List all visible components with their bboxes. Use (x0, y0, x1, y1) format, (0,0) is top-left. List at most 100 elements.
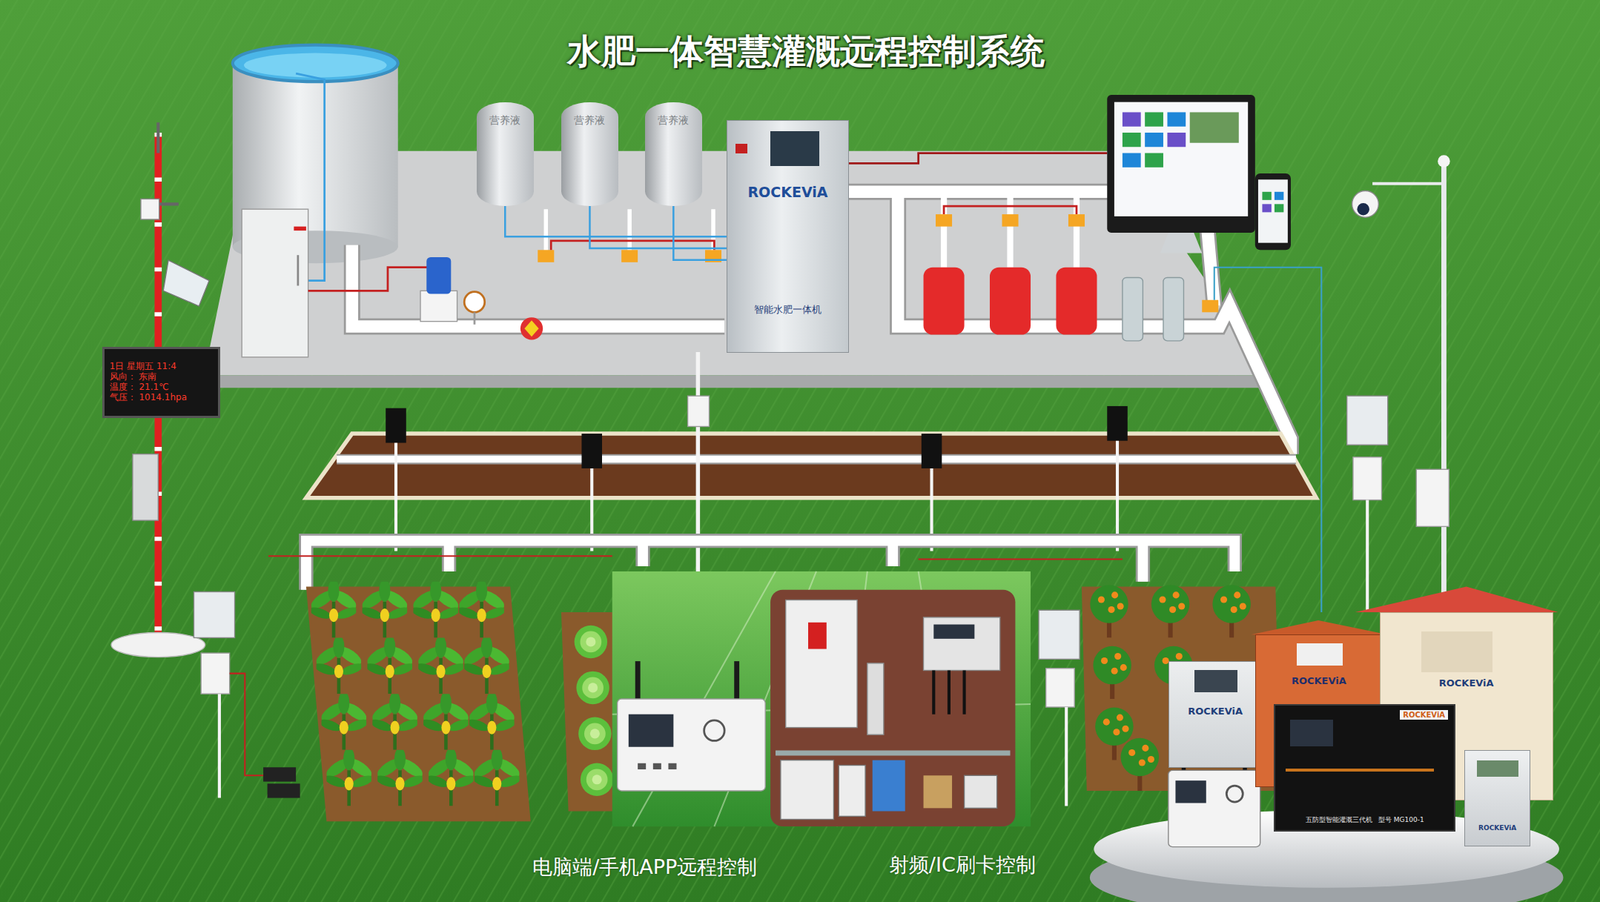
soil-sensors (1106, 406, 1128, 442)
inset-photo (838, 765, 866, 818)
device-detail (735, 143, 749, 155)
inset-photo (612, 571, 1031, 827)
solar-sensor-stations (193, 591, 235, 638)
inset-photo (628, 714, 674, 748)
field-trench (306, 433, 1317, 499)
computer-monitor (1106, 94, 1256, 233)
inset-photo (923, 617, 1001, 671)
computer-monitor (1261, 192, 1271, 201)
device-detail (770, 131, 820, 167)
banana-bed (358, 579, 411, 639)
caption-text: 射频/IC刷卡控制 (888, 854, 1036, 878)
card-meter: ROCKEViA (1464, 750, 1531, 848)
water-pipe (352, 244, 725, 327)
weather-station (132, 454, 158, 521)
camera-pole (1441, 163, 1447, 603)
node-text: ROCKEViA (1399, 710, 1449, 721)
inset-photo (872, 760, 906, 812)
control-wires (846, 153, 1107, 164)
node-text: ROCKEViA (1291, 676, 1347, 688)
solar-sensor-stations (1365, 500, 1369, 613)
feed-line (673, 206, 727, 261)
solar-sensor-stations (1064, 707, 1068, 807)
pump (464, 292, 485, 313)
device-detail (1421, 631, 1493, 673)
camera-pole (1416, 469, 1449, 527)
computer-monitor (1144, 132, 1164, 147)
control-wires (943, 206, 1077, 215)
computer-monitor (1274, 203, 1284, 213)
valves (621, 249, 638, 263)
filter-tanks (1163, 277, 1185, 341)
inset-photo (637, 763, 646, 770)
computer-monitor (1167, 111, 1186, 127)
cabbage-bed (576, 671, 609, 705)
inset-photo (808, 622, 827, 650)
banana-bed (364, 635, 416, 694)
device-detail (1290, 719, 1334, 747)
irrigation-controller: ROCKEViA五防型智能灌溉三代机型号 MG100-1 (1273, 704, 1456, 832)
inset-photo (704, 720, 726, 742)
banana-bed (425, 748, 477, 807)
control-wires (308, 267, 429, 292)
banana-bed (369, 691, 421, 751)
control-cabinet (296, 255, 299, 286)
computer-monitor (1255, 173, 1291, 250)
device-detail (1476, 760, 1518, 778)
orchard-bed (1151, 584, 1190, 638)
pump (520, 317, 543, 340)
nutrient-tank: 营养液 (476, 102, 534, 207)
cabbage-bed (574, 625, 608, 659)
field-trench (306, 433, 1317, 499)
inset-photo (780, 760, 835, 821)
computer-monitor (1261, 203, 1271, 213)
device-detail (1285, 768, 1434, 772)
weather-station (163, 260, 210, 307)
computer-monitor (1106, 94, 1291, 253)
inset-photo (617, 699, 766, 792)
distribution-pipe (268, 556, 1123, 560)
inset-photo (770, 590, 1016, 827)
pump (420, 257, 543, 341)
node-text: ROCKEViA (1439, 678, 1494, 690)
banana-bed (323, 748, 375, 807)
filter-tanks (989, 267, 1031, 336)
orchard-bed (1121, 738, 1159, 792)
diagram-title: 水肥一体智慧灌溉远程控制系统 (567, 31, 1045, 71)
banana-bed (461, 635, 513, 694)
computer-monitor (1189, 111, 1239, 143)
inset-photo (933, 625, 975, 640)
cabbage-bed (578, 717, 611, 751)
small-controller (1175, 780, 1206, 803)
computer-monitor (1122, 153, 1142, 168)
field-trench (336, 454, 1297, 465)
water-pipe (943, 192, 1077, 268)
banana-bed (415, 635, 467, 694)
node-text: ROCKEViA (747, 184, 828, 201)
feed-line (589, 206, 726, 249)
node-text: 营养液 (573, 114, 606, 127)
banana-bed (410, 579, 462, 639)
solar-sensor-stations (229, 673, 264, 777)
computer-monitor (1160, 232, 1202, 254)
solar-sensor-stations (1353, 457, 1383, 501)
camera-pole (1372, 182, 1444, 186)
water-pipe (352, 244, 725, 327)
inset-photo (964, 775, 998, 809)
node-text: ROCKEViA (1187, 706, 1243, 718)
device-detail (1194, 670, 1238, 693)
filter-tanks (1122, 277, 1144, 341)
banana-bed (312, 635, 365, 694)
filter-tanks (923, 267, 965, 336)
camera-pole (1356, 203, 1370, 216)
control-box: ROCKEViA (1168, 661, 1263, 769)
banana-bed (466, 691, 518, 751)
filter-tanks (923, 267, 1185, 342)
camera-pole (1437, 154, 1451, 168)
soil-sensors (921, 433, 943, 469)
solar-sensor-stations (1347, 395, 1388, 445)
wireless-gateway (688, 395, 710, 427)
